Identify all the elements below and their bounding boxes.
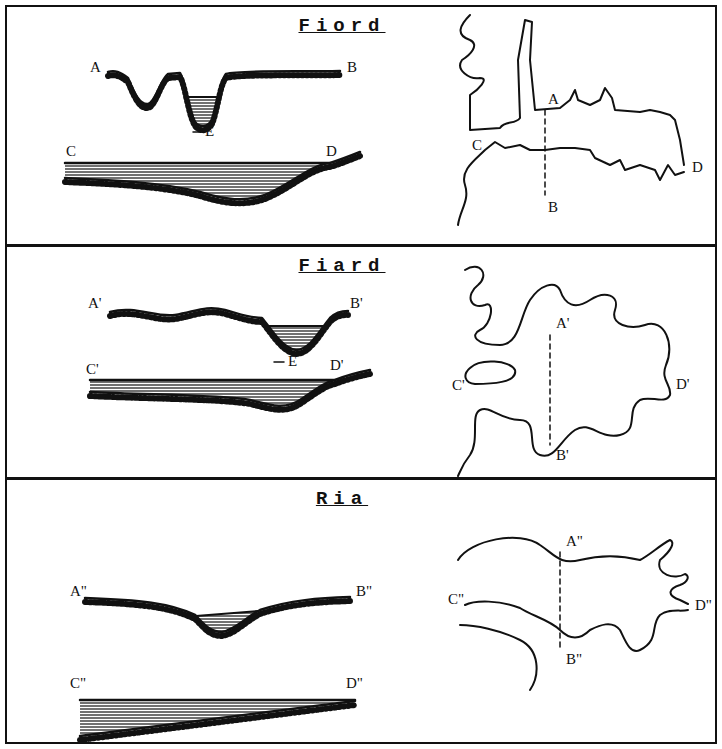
point-label: A: [548, 92, 559, 107]
point-label: B': [350, 296, 363, 311]
point-label: D: [326, 144, 337, 159]
point-label: D": [346, 676, 363, 691]
point-label: D: [692, 160, 703, 175]
point-label: E: [205, 124, 214, 139]
point-label: A: [90, 60, 101, 75]
point-label: A": [70, 584, 87, 599]
point-label: C': [452, 378, 465, 393]
point-label: D': [330, 358, 344, 373]
panel-title: Fiard: [298, 255, 385, 277]
panel-title: Ria: [316, 488, 368, 510]
panel-title: Fiord: [298, 15, 385, 37]
point-label: C': [86, 362, 99, 377]
point-label: E: [288, 354, 297, 369]
point-label: B': [556, 448, 569, 463]
point-label: B": [356, 584, 372, 599]
point-label: A': [88, 296, 102, 311]
point-label: C: [472, 138, 482, 153]
point-label: A': [556, 316, 570, 331]
landform-panel: Ria: [5, 478, 717, 744]
point-label: C": [70, 676, 86, 691]
point-label: B": [566, 652, 582, 667]
point-label: C": [448, 592, 464, 607]
point-label: A": [566, 534, 583, 549]
landform-panel: Fiard: [5, 245, 717, 479]
landform-panel: Fiord: [5, 5, 717, 246]
point-label: B: [347, 60, 357, 75]
point-label: D': [676, 377, 690, 392]
point-label: D": [695, 598, 712, 613]
point-label: C: [66, 144, 76, 159]
point-label: B: [548, 200, 558, 215]
